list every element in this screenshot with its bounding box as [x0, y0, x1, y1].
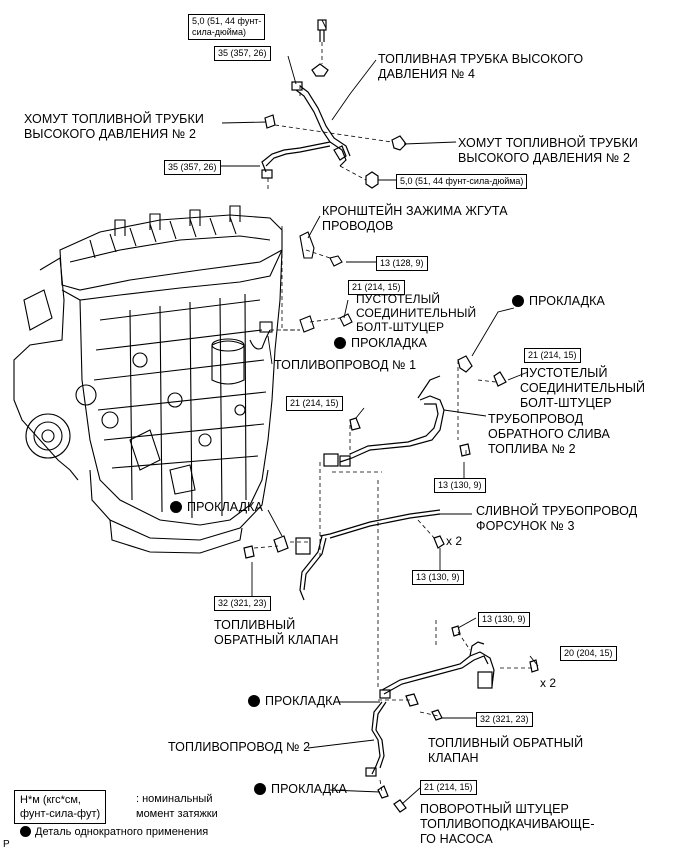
torque-box: 5,0 (51, 44 фунт-сила-дюйма) — [396, 174, 528, 189]
label-gasket-1: ПРОКЛАДКА — [334, 336, 427, 351]
legend-line: фунт-сила-фут) — [20, 808, 101, 820]
single-use-dot-icon — [254, 783, 266, 795]
label-line: БОЛТ-ШТУЦЕР — [520, 396, 612, 410]
quantity-label: x 2 — [540, 676, 557, 690]
legend-line: момент затяжки — [136, 808, 218, 820]
legend-line: Н*м (кгс*см, — [20, 794, 81, 806]
single-use-dot-icon — [334, 337, 346, 349]
legend-text: Деталь однократного применения — [35, 826, 209, 838]
torque-line: сила-дюйма) — [192, 27, 246, 37]
torque-line: 5,0 (51, 44 фунт- — [192, 16, 262, 26]
label-line: ОБРАТНЫЙ КЛАПАН — [214, 633, 339, 647]
label-line: ТОПЛИВНЫЙ — [214, 618, 296, 632]
label-line: ОБРАТНОГО СЛИВА — [488, 427, 610, 441]
label-line: ТОПЛИВА № 2 — [488, 442, 576, 456]
torque-box: 13 (130, 9) — [478, 612, 530, 627]
label-high-pressure-pipe-4: ТОПЛИВНАЯ ТРУБКА ВЫСОКОГО ДАВЛЕНИЯ № 4 — [378, 52, 583, 82]
label-line: ТРУБОПРОВОД — [488, 412, 584, 426]
return-pipe-illustration — [323, 355, 507, 467]
label-text: ПРОКЛАДКА — [351, 336, 427, 350]
label-clamp-right: ХОМУТ ТОПЛИВНОЙ ТРУБКИ ВЫСОКОГО ДАВЛЕНИЯ… — [458, 136, 638, 166]
label-injector-drain-3: СЛИВНОЙ ТРУБОПРОВОД ФОРСУНОК № 3 — [476, 504, 637, 534]
torque-box: 13 (130, 9) — [434, 478, 486, 493]
torque-box: 32 (321, 23) — [214, 596, 271, 611]
torque-box: 21 (214, 15) — [420, 780, 477, 795]
legend-single-use: Деталь однократного применения — [20, 826, 208, 839]
label-line: ТОПЛИВНАЯ ТРУБКА ВЫСОКОГО — [378, 52, 584, 66]
torque-box: 13 (130, 9) — [412, 570, 464, 585]
single-use-dot-icon — [170, 501, 182, 513]
label-line: СОЕДИНИТЕЛЬНЫЙ — [520, 381, 646, 395]
label-line: ВЫСОКОГО ДАВЛЕНИЯ № 2 — [458, 151, 630, 165]
torque-box: 35 (357, 26) — [214, 46, 271, 61]
label-line: КЛАПАН — [428, 751, 479, 765]
harness-bracket-illustration — [299, 231, 353, 333]
label-line: ПУСТОТЕЛЫЙ — [520, 366, 608, 380]
label-return-pipe-2: ТРУБОПРОВОД ОБРАТНОГО СЛИВА ТОПЛИВА № 2 — [488, 412, 610, 457]
quantity-label: x 2 — [446, 534, 463, 548]
torque-box: 5,0 (51, 44 фунт- сила-дюйма) — [188, 14, 266, 40]
label-text: ПРОКЛАДКА — [187, 500, 263, 514]
single-use-dot-icon — [512, 295, 524, 307]
label-check-valve-left: ТОПЛИВНЫЙ ОБРАТНЫЙ КЛАПАН — [214, 618, 339, 648]
label-line: ТОПЛИВОПОДКАЧИВАЮЩЕ- — [420, 817, 595, 831]
torque-box: 21 (214, 15) — [348, 280, 405, 295]
legend-unit-box: Н*м (кгс*см, фунт-сила-фут) — [14, 790, 107, 824]
torque-box: 35 (357, 26) — [164, 160, 221, 175]
label-fuel-line-2: ТОПЛИВОПРОВОД № 2 — [168, 740, 311, 754]
label-gasket-2: ПРОКЛАДКА — [512, 294, 605, 309]
label-clamp-left: ХОМУТ ТОПЛИВНОЙ ТРУБКИ ВЫСОКОГО ДАВЛЕНИЯ… — [24, 112, 204, 142]
label-line: КРОНШТЕЙН ЗАЖИМА ЖГУТА — [322, 204, 508, 218]
torque-box: 21 (214, 15) — [524, 348, 581, 363]
label-gasket-3: ПРОКЛАДКА — [170, 500, 263, 515]
single-use-dot-icon — [248, 695, 260, 707]
injector-drain-pipe-illustration — [243, 509, 445, 601]
label-union-bolt-right: ПУСТОТЕЛЫЙ СОЕДИНИТЕЛЬНЫЙ БОЛТ-ШТУЦЕР — [520, 366, 645, 411]
label-text: ПРОКЛАДКА — [271, 782, 347, 796]
label-text: ПРОКЛАДКА — [529, 294, 605, 308]
label-line: СЛИВНОЙ ТРУБОПРОВОД — [476, 504, 638, 518]
label-line: ХОМУТ ТОПЛИВНОЙ ТРУБКИ — [24, 112, 204, 126]
legend-line: : номинальный — [136, 793, 213, 805]
label-fuel-line-1: ТОПЛИВОПРОВОД № 1 — [274, 358, 417, 372]
label-gasket-5: ПРОКЛАДКА — [254, 782, 347, 797]
label-text: ПРОКЛАДКА — [265, 694, 341, 708]
label-pump-union: ПОВОРОТНЫЙ ШТУЦЕР ТОПЛИВОПОДКАЧИВАЮЩЕ- Г… — [420, 802, 595, 847]
torque-box: 13 (128, 9) — [376, 256, 428, 271]
leader-lines — [196, 19, 539, 805]
label-line: СОЕДИНИТЕЛЬНЫЙ — [356, 306, 477, 320]
construction-lines — [253, 42, 532, 793]
figure-code: P — [3, 839, 10, 850]
single-use-dot-icon — [20, 826, 31, 837]
torque-box: 32 (321, 23) — [476, 712, 533, 727]
label-line: ГО НАСОСА — [420, 832, 493, 846]
label-line: ПУСТОТЕЛЫЙ — [356, 292, 441, 306]
label-line: ХОМУТ ТОПЛИВНОЙ ТРУБКИ — [458, 136, 638, 150]
label-line: ТОПЛИВНЫЙ ОБРАТНЫЙ — [428, 736, 584, 750]
label-line: ДАВЛЕНИЯ № 4 — [378, 67, 476, 81]
pump-pipe-illustration — [365, 625, 539, 813]
torque-box: 21 (214, 15) — [286, 396, 343, 411]
label-line: БОЛТ-ШТУЦЕР — [356, 320, 445, 334]
label-harness-bracket: КРОНШТЕЙН ЗАЖИМА ЖГУТА ПРОВОДОВ — [322, 204, 508, 234]
legend-unit-description: : номинальный момент затяжки — [136, 792, 218, 822]
label-check-valve-right: ТОПЛИВНЫЙ ОБРАТНЫЙ КЛАПАН — [428, 736, 583, 766]
high-pressure-pipe-illustration — [261, 19, 407, 189]
label-gasket-4: ПРОКЛАДКА — [248, 694, 341, 709]
label-union-bolt-left: ПУСТОТЕЛЫЙ СОЕДИНИТЕЛЬНЫЙ БОЛТ-ШТУЦЕР — [356, 292, 476, 334]
engine-block-illustration — [13, 205, 283, 554]
label-line: ПОВОРОТНЫЙ ШТУЦЕР — [420, 802, 569, 816]
label-line: ФОРСУНОК № 3 — [476, 519, 575, 533]
torque-box: 20 (204, 15) — [560, 646, 617, 661]
label-line: ВЫСОКОГО ДАВЛЕНИЯ № 2 — [24, 127, 196, 141]
label-line: ПРОВОДОВ — [322, 219, 394, 233]
